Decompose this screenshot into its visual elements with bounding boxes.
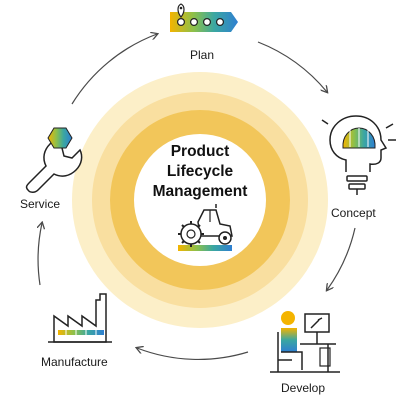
center-rings: [72, 72, 328, 328]
stage-label-plan: Plan: [190, 48, 215, 62]
center-title-line-2: Lifecycle: [166, 163, 234, 180]
center-disc: [134, 134, 266, 266]
roadmap-icon: [170, 3, 238, 32]
tractor-icon: [178, 204, 233, 251]
developer-workstation-icon: [270, 311, 340, 373]
factory-icon: [48, 293, 112, 343]
arrow-service-to-plan: [71, 34, 157, 105]
stage-label-service: Service: [20, 197, 61, 211]
arrow-manufacture-to-service: [38, 223, 42, 286]
wrench-icon: [25, 127, 83, 193]
arrow-develop-to-manufacture: [137, 348, 249, 361]
cycle-arrows: [38, 34, 356, 361]
stage-label-develop: Develop: [281, 381, 326, 395]
stage-label-manufacture: Manufacture: [41, 355, 108, 369]
center-title-line-3: Management: [152, 183, 248, 200]
arrow-plan-to-concept: [257, 41, 327, 92]
idea-head-icon: [321, 115, 396, 195]
arrow-concept-to-develop: [327, 227, 356, 290]
stage-label-concept: Concept: [331, 206, 376, 220]
center-title-line-1: Product: [170, 143, 230, 160]
